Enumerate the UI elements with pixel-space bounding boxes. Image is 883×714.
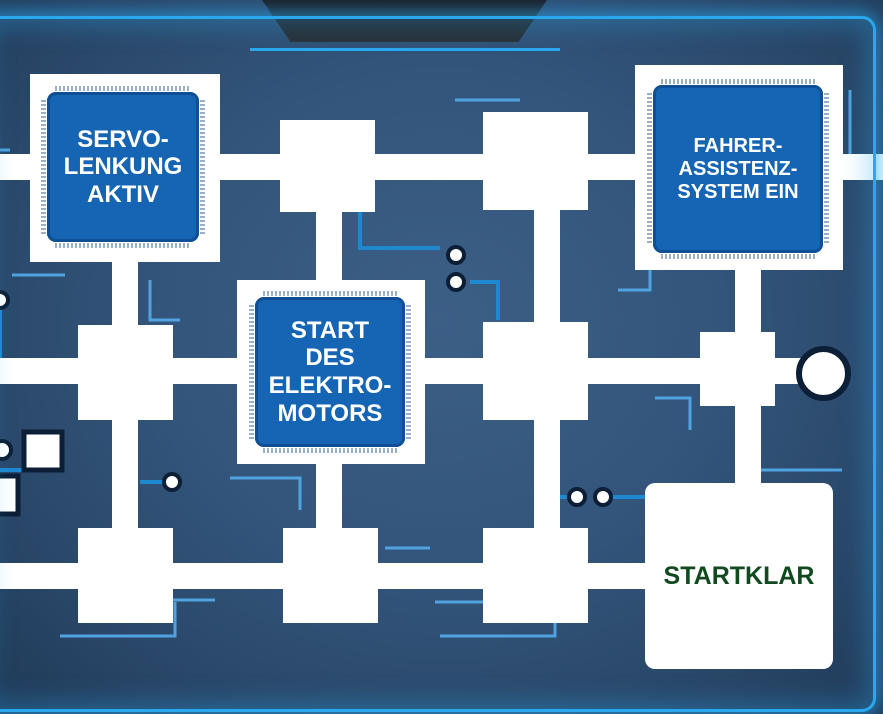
chip-servolenkung[interactable]: SERVO- LENKUNG AKTIV xyxy=(41,86,205,248)
board-top-notch xyxy=(262,0,547,42)
decorative-traces xyxy=(0,90,852,638)
chip-start-elektromotor[interactable]: START DES ELEKTRO- MOTORS xyxy=(249,291,411,453)
terminal-dots xyxy=(0,245,613,507)
junction-nodes xyxy=(78,112,775,623)
chip-fahrerassistenz[interactable]: FAHRER- ASSISTENZ- SYSTEM EIN xyxy=(647,79,829,259)
goal-label: STARTKLAR xyxy=(663,561,815,590)
output-node[interactable] xyxy=(796,346,851,401)
chip-servolenkung-label: SERVO- LENKUNG AKTIV xyxy=(63,125,183,208)
chip-start-elektromotor-label: START DES ELEKTRO- MOTORS xyxy=(268,316,392,427)
chip-fahrerassistenz-label: FAHRER- ASSISTENZ- SYSTEM EIN xyxy=(677,134,799,203)
small-square-tiles xyxy=(0,429,65,517)
goal-box[interactable]: STARTKLAR xyxy=(645,483,833,669)
